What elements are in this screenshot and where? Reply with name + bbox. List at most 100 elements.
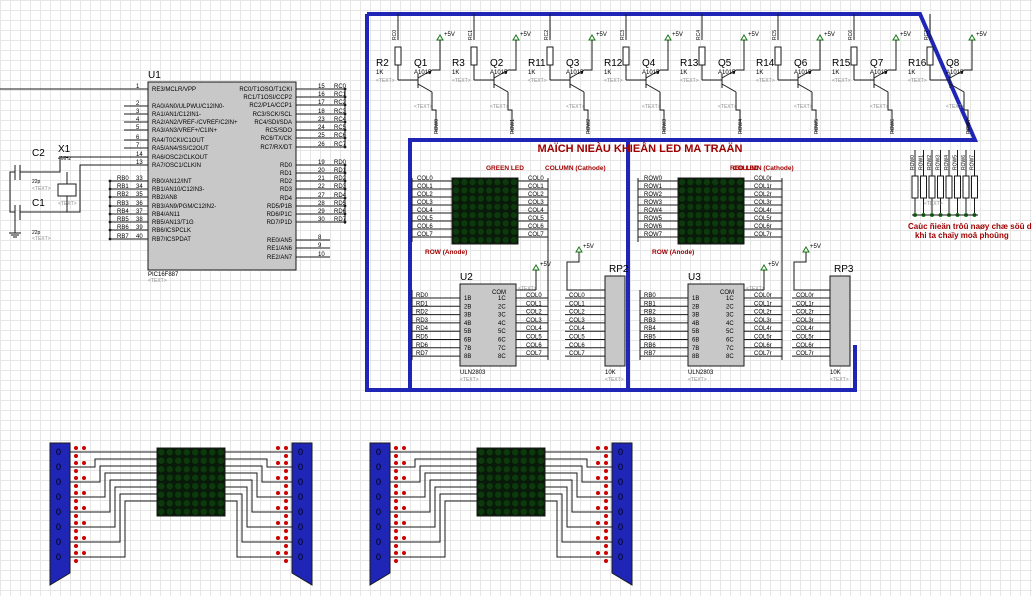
probe-wire: [390, 479, 477, 513]
rd-net-label: RD7: [334, 217, 347, 223]
uln-output-net: COL0r: [754, 293, 772, 299]
vcc-label: +5V: [540, 262, 551, 268]
uln-output-net: COL6r: [754, 343, 772, 349]
led-dot: [158, 500, 165, 507]
rc-net-label: RC7: [334, 142, 347, 148]
green-row-net-label: COL7: [417, 232, 433, 238]
emitter-wire: [508, 48, 517, 71]
text-placeholder: <TEXT>: [642, 104, 661, 110]
uln-input-net: RB3: [644, 318, 656, 324]
probe-pin: [284, 476, 288, 480]
led-dot: [529, 474, 536, 481]
resistor-value: 1K: [528, 70, 535, 76]
led-dot: [166, 500, 173, 507]
led-dot: [520, 500, 527, 507]
sim-row-label: ROW1: [919, 155, 925, 170]
led-dot: [502, 203, 509, 211]
red-led-label: RED LED: [730, 165, 759, 172]
rp-net-label: COL0r: [796, 293, 814, 299]
led-dot: [529, 449, 536, 456]
probe-pin: [276, 491, 280, 495]
led-dot: [512, 500, 519, 507]
red-col-net-label: COL4r: [754, 208, 772, 214]
led-dot: [736, 203, 744, 211]
rp-net-label: COL1r: [796, 301, 814, 307]
mcu-pin-number: 34: [136, 184, 143, 190]
led-dot: [183, 491, 190, 498]
mcu-pin-number: 3: [136, 109, 140, 115]
probe-pin: [284, 454, 288, 458]
red-row-net-label: ROW4: [644, 208, 663, 214]
probe-pin: [596, 446, 600, 450]
led-dot: [200, 491, 207, 498]
uln-output-net: COL1: [526, 301, 542, 307]
probe-pin: [284, 491, 288, 495]
led-dot: [703, 203, 711, 211]
led-dot: [486, 466, 493, 473]
probe-pin: [394, 514, 398, 518]
rp-net-label: COL6r: [796, 343, 814, 349]
probe-pin: [394, 476, 398, 480]
probe-pin: [604, 544, 608, 548]
logic-probe-state: 0: [298, 522, 303, 532]
row-net-label: ROW6: [890, 119, 896, 134]
logic-probe-state: 0: [56, 537, 61, 547]
led-dot: [158, 466, 165, 473]
led-dot: [695, 195, 702, 202]
led-dot: [728, 178, 735, 186]
rp-value: 10K: [605, 370, 616, 376]
logic-probe-state: 0: [56, 462, 61, 472]
resistor-r12: [622, 46, 630, 66]
text-placeholder: <TEXT>: [908, 78, 927, 84]
probe-pin: [402, 521, 406, 525]
uln-output-net: COL0: [526, 293, 542, 299]
vcc-label: +5V: [583, 244, 594, 250]
probe-wire: [390, 472, 477, 498]
led-dot: [503, 500, 510, 507]
logic-probe-state: 0: [376, 522, 381, 532]
led-dot: [485, 203, 493, 211]
led-dot: [478, 449, 485, 456]
vcc-label: +5V: [976, 32, 987, 38]
text-placeholder: <TEXT>: [830, 377, 849, 383]
led-dot: [502, 211, 509, 219]
led-dot: [175, 508, 182, 515]
mcu-pin-number: 20: [318, 168, 325, 174]
led-dot: [510, 203, 518, 211]
led-dot: [209, 483, 216, 490]
uln-out-pin: 5C: [726, 329, 734, 335]
probe-pin: [74, 446, 78, 450]
rc-net-label: RC4: [334, 117, 347, 123]
led-dot: [503, 491, 510, 498]
led-dot: [175, 483, 182, 490]
led-dot: [510, 195, 518, 202]
rd-net-label: RD1: [334, 168, 347, 174]
probe-pin: [604, 499, 608, 503]
rc-net-label: RC0: [334, 84, 347, 90]
uln-label: U3: [688, 272, 701, 283]
led-dot: [461, 228, 468, 235]
uln-out-pin: 5C: [498, 329, 506, 335]
vcc-symbol: [968, 34, 976, 41]
led-dot: [503, 474, 510, 481]
probe-pin: [74, 551, 78, 555]
red-row-net-label: ROW6: [644, 224, 663, 230]
transistor-collector: [493, 83, 509, 93]
probe-wire: [390, 465, 477, 483]
led-dot: [687, 187, 694, 194]
led-dot: [687, 220, 694, 227]
green-row-net-label: COL0: [417, 176, 433, 182]
board-0-left-probe-strip: [49, 442, 71, 586]
rd-net-label: RD2: [334, 176, 347, 182]
probe-pin: [402, 506, 406, 510]
uln-in-pin: 6B: [692, 338, 699, 344]
uln2803-ic: [459, 283, 517, 367]
led-dot: [469, 211, 476, 219]
uln-in-pin: 5B: [464, 329, 471, 335]
uln-input-net: RB1: [644, 301, 656, 307]
led-dot: [537, 474, 544, 481]
probe-pin: [74, 506, 78, 510]
transistor-collector: [417, 83, 433, 93]
sim-row-label: ROW4: [944, 155, 950, 170]
led-dot: [494, 178, 501, 186]
